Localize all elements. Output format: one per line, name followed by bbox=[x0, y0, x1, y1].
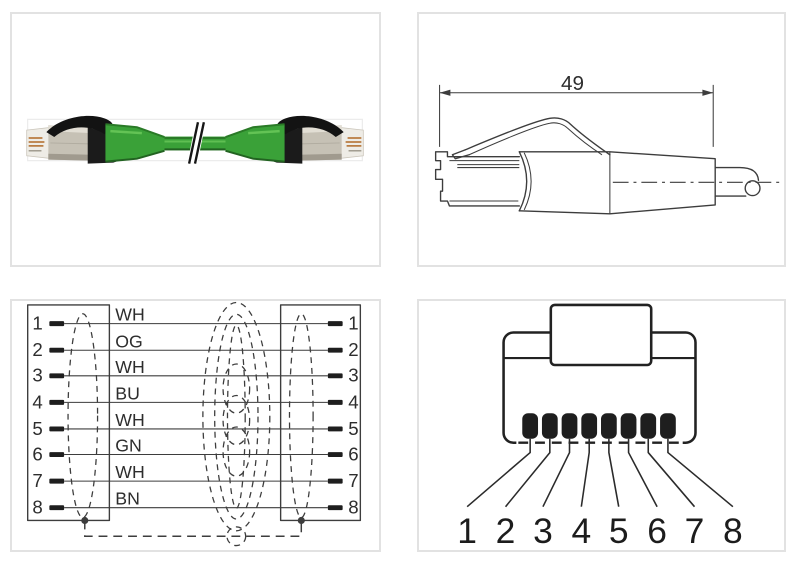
left-connector-box bbox=[27, 304, 111, 522]
pin-number: 6 bbox=[32, 443, 42, 464]
panel-dimension-drawing: 49 bbox=[417, 12, 786, 267]
pin-number: 3 bbox=[32, 365, 42, 386]
pinout-numbers: 1 2 3 4 5 6 7 8 bbox=[457, 511, 742, 550]
connector-side-view: 49 bbox=[434, 72, 781, 215]
shield-dot-right bbox=[297, 516, 305, 525]
wire-color: WH bbox=[115, 357, 145, 377]
contact-pins bbox=[522, 413, 676, 439]
left-pins bbox=[49, 321, 65, 511]
pin-number: 4 bbox=[32, 391, 42, 412]
pin-label: 8 bbox=[723, 511, 743, 550]
panel-product-photo bbox=[10, 12, 381, 267]
pin-label: 5 bbox=[609, 511, 629, 550]
pinout-front-view: 1 2 3 4 5 6 7 8 bbox=[457, 303, 743, 550]
left-pin-numbers: 1 2 3 4 5 6 7 8 bbox=[32, 313, 42, 518]
wire-color-labels: WH OG WH BU WH GN WH BN bbox=[115, 305, 145, 509]
latch-outline bbox=[451, 117, 611, 160]
panel-wiring-diagram: 1 2 3 4 5 6 7 8 1 2 3 4 5 6 7 8 bbox=[10, 299, 381, 552]
pin-label: 4 bbox=[571, 511, 591, 550]
pin-number: 1 bbox=[348, 313, 358, 334]
latch-tab bbox=[549, 303, 653, 367]
wire-color: WH bbox=[115, 410, 145, 430]
pin-number: 5 bbox=[32, 418, 42, 439]
wire-color: WH bbox=[115, 462, 145, 482]
plug-nose-outline bbox=[434, 151, 520, 207]
right-pin-numbers: 1 2 3 4 5 6 7 8 bbox=[348, 313, 358, 518]
pin-number: 8 bbox=[348, 497, 358, 518]
wiring-diagram: 1 2 3 4 5 6 7 8 1 2 3 4 5 6 7 8 bbox=[27, 301, 362, 547]
pin-number: 2 bbox=[348, 339, 358, 360]
arrow-right-icon bbox=[702, 89, 714, 96]
housing-front-band bbox=[518, 151, 532, 212]
break-symbol-icon bbox=[187, 120, 206, 166]
pin-label: 1 bbox=[457, 511, 477, 550]
wire-color: OG bbox=[115, 331, 143, 351]
pin-number: 1 bbox=[32, 313, 42, 334]
shield-ellipses bbox=[67, 301, 314, 532]
pin-number: 4 bbox=[348, 391, 358, 412]
pin-label: 7 bbox=[685, 511, 705, 550]
pin-label: 2 bbox=[496, 511, 516, 550]
cable-end bbox=[714, 166, 761, 197]
wires bbox=[64, 323, 328, 509]
shield-ground-link bbox=[81, 516, 305, 547]
pin-number: 2 bbox=[32, 339, 42, 360]
dimension-value: 49 bbox=[561, 72, 584, 95]
pin-leader-lines bbox=[466, 438, 734, 508]
wire-color: GN bbox=[115, 436, 142, 456]
arrow-left-icon bbox=[439, 89, 451, 96]
wire-color: WH bbox=[115, 305, 145, 325]
dimension-49: 49 bbox=[439, 72, 714, 147]
connector-left bbox=[25, 114, 166, 165]
extension-lines bbox=[439, 84, 714, 147]
panel-pinout-diagram: 1 2 3 4 5 6 7 8 bbox=[417, 299, 786, 552]
pin-number: 6 bbox=[348, 443, 358, 464]
wire-color: BU bbox=[115, 383, 140, 403]
pin-number: 8 bbox=[32, 497, 42, 518]
wire-color: BN bbox=[115, 489, 140, 509]
connector-right bbox=[224, 114, 365, 165]
cable-photo bbox=[25, 114, 365, 166]
right-connector-box bbox=[279, 304, 362, 522]
pin-number: 3 bbox=[348, 365, 358, 386]
pin-label: 3 bbox=[533, 511, 553, 550]
pin-label: 6 bbox=[647, 511, 667, 550]
pin-number: 7 bbox=[32, 470, 42, 491]
shield-symbol-icon bbox=[226, 526, 247, 547]
pin-number: 7 bbox=[348, 470, 358, 491]
right-pins bbox=[327, 321, 343, 511]
pin-number: 5 bbox=[348, 418, 358, 439]
housing-and-boot bbox=[518, 151, 716, 215]
